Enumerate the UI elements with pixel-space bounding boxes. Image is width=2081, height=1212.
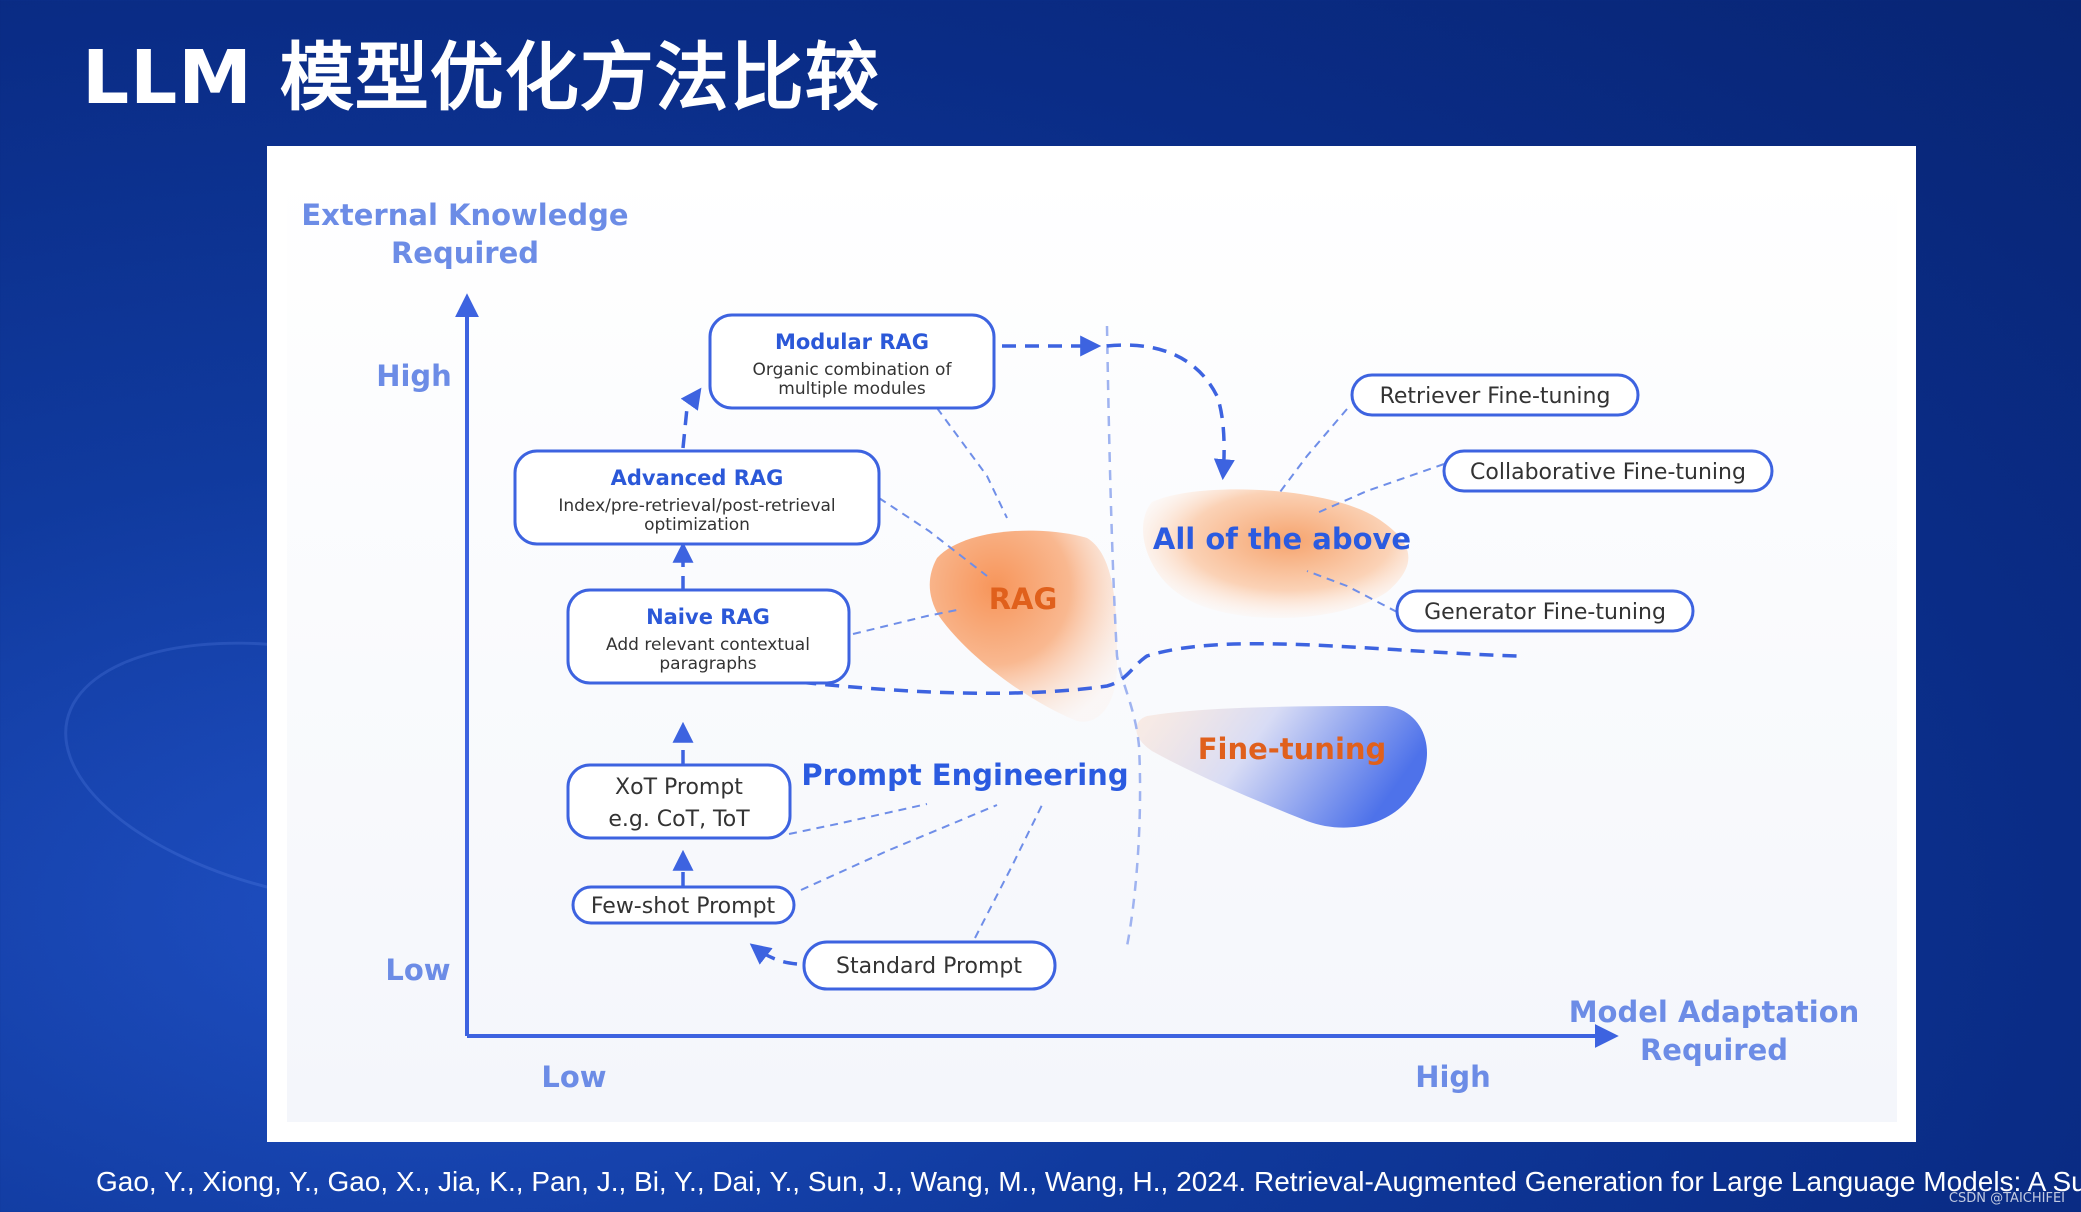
generator-fine-tuning-label: Generator Fine-tuning	[1424, 600, 1666, 625]
rag-region	[929, 530, 1117, 722]
modular-rag-title: Modular RAG	[775, 330, 929, 354]
x-axis-title-line1: Model Adaptation	[1569, 995, 1860, 1029]
vertical-boundary-line	[1105, 325, 1142, 947]
arrow-advanced-to-modular	[680, 387, 702, 449]
fine-tuning-region	[1136, 706, 1427, 828]
diagram-svg: External Knowledge Required High Low Low…	[287, 166, 1897, 1122]
few-shot-prompt-label: Few-shot Prompt	[591, 894, 776, 919]
connector-naive-to-rag	[852, 608, 963, 635]
naive-rag-title: Naive RAG	[646, 605, 770, 629]
naive-rag-desc-line1: Add relevant contextual	[606, 635, 810, 655]
x-axis-low-label: Low	[541, 1060, 606, 1094]
connector-standard-to-prompt	[974, 804, 1043, 939]
region-label-all-of-the-above: All of the above	[1153, 522, 1411, 556]
watermark: CSDN @TAICHIFEI	[1948, 1191, 2065, 1206]
diagram-panel: External Knowledge Required High Low Low…	[267, 146, 1916, 1142]
y-axis-high-label: High	[376, 359, 452, 393]
advanced-rag-desc-line2: optimization	[644, 515, 750, 535]
connector-fewshot-to-prompt	[800, 804, 998, 891]
connector-xot-to-prompt	[788, 803, 928, 835]
connector-collaborative-ft	[1316, 463, 1445, 514]
y-axis-title-line1: External Knowledge	[301, 198, 628, 232]
xot-prompt-line2: e.g. CoT, ToT	[608, 807, 750, 832]
node-naive-rag: Naive RAG Add relevant contextual paragr…	[566, 588, 851, 685]
node-generator-fine-tuning: Generator Fine-tuning	[1395, 589, 1695, 633]
xot-prompt-line1: XoT Prompt	[615, 775, 743, 800]
x-axis-high-label: High	[1415, 1060, 1491, 1094]
node-retriever-fine-tuning: Retriever Fine-tuning	[1350, 373, 1640, 417]
region-label-prompt-engineering: Prompt Engineering	[801, 758, 1128, 792]
connector-advanced-to-rag	[878, 497, 988, 577]
modular-rag-desc-line2: multiple modules	[778, 379, 926, 399]
y-axis-title-line2: Required	[391, 236, 539, 270]
standard-prompt-label: Standard Prompt	[836, 954, 1022, 979]
node-standard-prompt: Standard Prompt	[802, 940, 1057, 991]
node-advanced-rag: Advanced RAG Index/pre-retrieval/post-re…	[513, 449, 881, 546]
modular-rag-desc-line1: Organic combination of	[753, 360, 953, 380]
node-few-shot-prompt: Few-shot Prompt	[571, 885, 796, 925]
slide-title: LLM 模型优化方法比较	[82, 35, 880, 121]
region-label-rag: RAG	[989, 582, 1058, 616]
naive-rag-desc-line2: paragraphs	[659, 654, 756, 674]
collaborative-fine-tuning-label: Collaborative Fine-tuning	[1470, 460, 1746, 485]
node-collaborative-fine-tuning: Collaborative Fine-tuning	[1442, 449, 1774, 493]
node-xot-prompt: XoT Prompt e.g. CoT, ToT	[566, 763, 792, 840]
node-modular-rag: Modular RAG Organic combination of multi…	[708, 313, 996, 410]
y-axis-low-label: Low	[385, 953, 450, 987]
arrow-standard-to-fewshot	[749, 943, 798, 966]
region-label-fine-tuning: Fine-tuning	[1198, 732, 1387, 766]
retriever-fine-tuning-label: Retriever Fine-tuning	[1380, 384, 1611, 409]
advanced-rag-desc-line1: Index/pre-retrieval/post-retrieval	[558, 496, 835, 516]
citation-text: Gao, Y., Xiong, Y., Gao, X., Jia, K., Pa…	[96, 1166, 2081, 1197]
x-axis-title-line2: Required	[1640, 1033, 1788, 1067]
all-of-the-above-region	[1143, 489, 1409, 619]
connector-retriever-ft	[1276, 408, 1348, 497]
connector-modular-to-rag	[936, 407, 1008, 519]
advanced-rag-title: Advanced RAG	[611, 466, 784, 490]
connector-generator-ft	[1306, 570, 1398, 613]
